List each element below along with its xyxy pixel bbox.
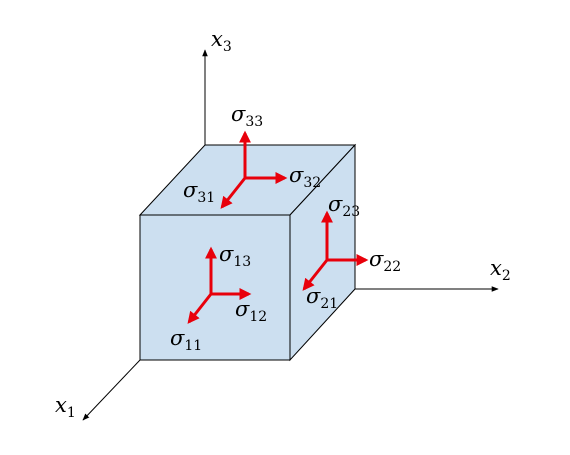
cube-front-face [139, 214, 291, 361]
top-face-stress-arrows [220, 130, 288, 209]
sigma-32-label: σ32 [289, 163, 321, 191]
sigma-21-label: σ21 [306, 284, 338, 312]
sigma-33-label: σ33 [231, 102, 263, 130]
sigma-22-label: σ22 [369, 247, 401, 275]
x1-axis [82, 359, 141, 421]
x2-axis-label: x2 [490, 256, 511, 284]
front-face-stress-arrows [187, 246, 252, 324]
sigma-31-label: σ31 [183, 178, 215, 206]
x1-axis-label: x1 [55, 393, 76, 421]
sigma-11-label: σ11 [170, 326, 202, 354]
right-face-stress-arrows [302, 210, 369, 291]
sigma-31-arrow [220, 177, 247, 209]
sigma-21-arrow [302, 259, 329, 291]
sigma-12-label: σ12 [235, 297, 267, 325]
x3-axis-label: x3 [211, 27, 232, 55]
sigma-23-label: σ23 [328, 192, 360, 220]
sigma-13-label: σ13 [219, 242, 251, 270]
sigma-11-arrow [187, 293, 213, 324]
